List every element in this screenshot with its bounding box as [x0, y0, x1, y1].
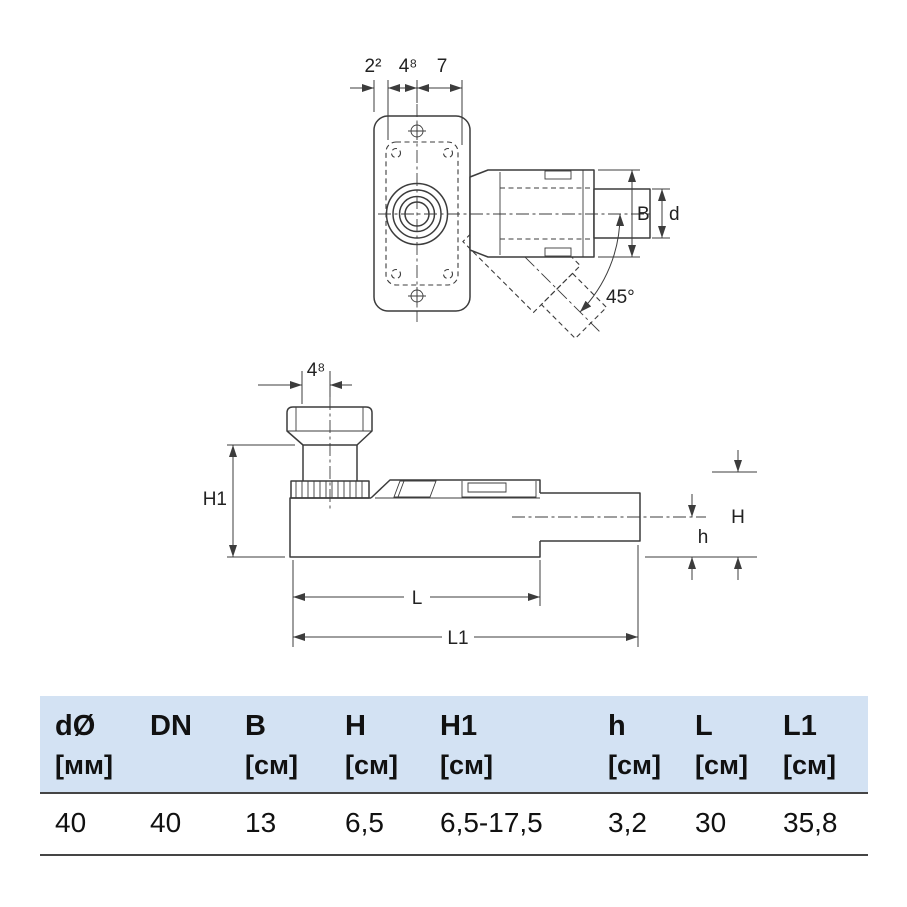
- top-view-dimensions: 2² 4⁸ 7: [350, 56, 463, 145]
- side-dim-l1: L1: [293, 545, 639, 649]
- value-dn: 40: [150, 807, 182, 838]
- dim-b-label: B: [637, 204, 650, 225]
- column-name: L: [695, 710, 713, 742]
- dim-h-small-label: h: [698, 527, 709, 548]
- column-unit: [см]: [245, 750, 298, 780]
- dim-h1-label: H1: [203, 489, 227, 510]
- side-dim-h-cap: H: [645, 450, 757, 580]
- value-l: 30: [695, 807, 727, 838]
- side-dim-h1: H1: [203, 444, 295, 558]
- angle-45-label: 45°: [606, 287, 635, 308]
- value-l1: 35,8: [783, 807, 838, 838]
- dim-7-label: 7: [437, 56, 448, 77]
- dim-h-cap-label: H: [731, 507, 745, 528]
- side-dim-l: L: [292, 560, 541, 647]
- column-unit: [мм]: [55, 750, 113, 780]
- header-cell-do: dØ [мм]: [55, 706, 150, 784]
- side-view: 4⁸ H1 H h L: [203, 360, 757, 649]
- value-b: 13: [245, 807, 277, 838]
- column-name: L1: [783, 710, 817, 742]
- outlet-dimensions: B d: [598, 169, 680, 258]
- value-h-small: 3,2: [608, 807, 647, 838]
- header-cell-h-small: h [см]: [608, 706, 695, 784]
- dim-4-8-top-label: 4⁸: [399, 56, 418, 77]
- column-unit: [см]: [608, 750, 661, 780]
- value-h-cap: 6,5: [345, 807, 384, 838]
- column-name: B: [245, 710, 266, 742]
- table-header-row: dØ [мм] DN B [см] H [см] H1 [см] h [см] …: [40, 696, 868, 794]
- dimension-table: dØ [мм] DN B [см] H [см] H1 [см] h [см] …: [40, 696, 868, 856]
- column-name: dØ: [55, 710, 96, 742]
- column-name: DN: [150, 710, 192, 742]
- dim-4-8-side-label: 4⁸: [307, 360, 326, 381]
- dim-d-label: d: [669, 204, 680, 225]
- header-cell-dn: DN: [150, 706, 245, 784]
- column-name: h: [608, 710, 626, 742]
- value-h1: 6,5-17,5: [440, 807, 543, 838]
- dim-l1-label: L1: [447, 628, 468, 649]
- header-cell-b: B [см]: [245, 706, 345, 784]
- dim-2-2-label: 2²: [365, 56, 382, 77]
- dim-l-label: L: [412, 588, 423, 609]
- technical-drawing: 45° 2² 4⁸ 7 B d: [203, 56, 757, 649]
- column-unit: [см]: [695, 750, 748, 780]
- column-unit: [см]: [440, 750, 493, 780]
- value-do: 40: [55, 807, 87, 838]
- top-view: 45° 2² 4⁸ 7 B d: [350, 56, 680, 340]
- header-cell-l: L [см]: [695, 706, 783, 784]
- table-value-row: 40 40 13 6,5 6,5-17,5 3,2 30 35,8: [40, 794, 868, 856]
- side-dim-48: 4⁸: [258, 360, 352, 404]
- header-cell-h-cap: H [см]: [345, 706, 440, 784]
- column-name: H1: [440, 710, 478, 742]
- side-dim-h-small: h: [688, 494, 709, 580]
- column-unit: [см]: [345, 750, 398, 780]
- column-name: H: [345, 710, 366, 742]
- header-cell-h1: H1 [см]: [440, 706, 608, 784]
- column-unit: [см]: [783, 750, 836, 780]
- header-cell-l1: L1 [см]: [783, 706, 868, 784]
